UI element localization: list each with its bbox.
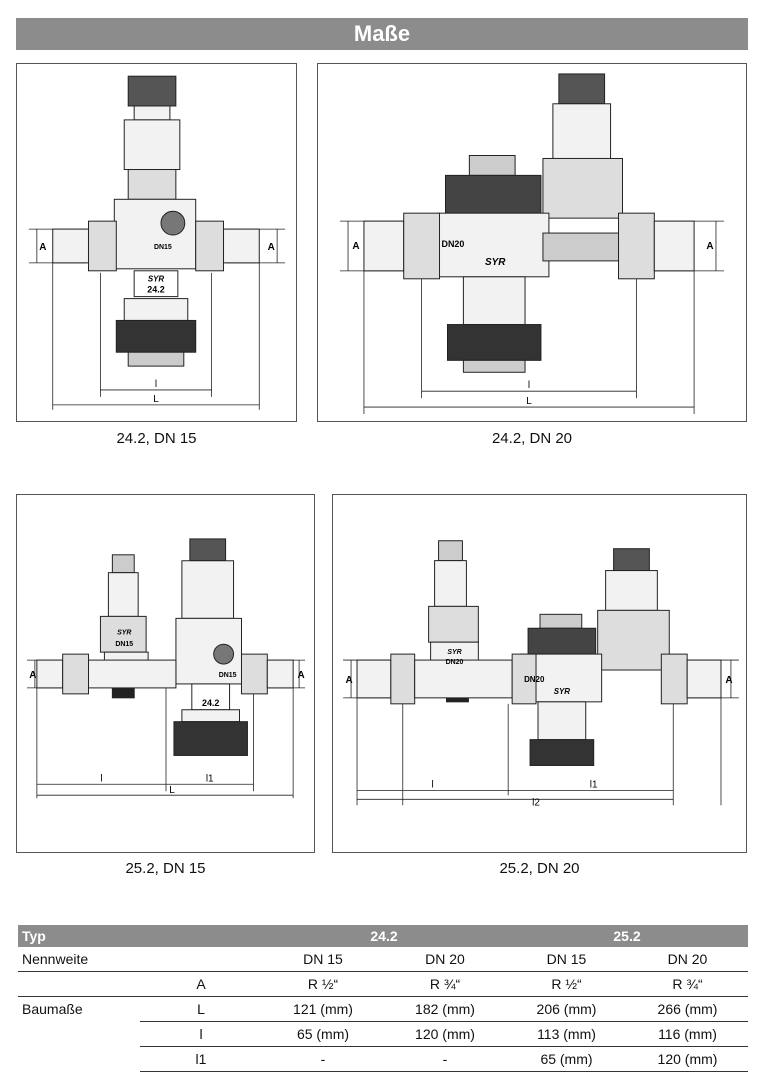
dim-a-right: A bbox=[706, 241, 713, 252]
table-cell: R ¾“ bbox=[627, 971, 748, 997]
dim-l-small: l bbox=[528, 380, 530, 391]
table-cell: R ½“ bbox=[262, 971, 384, 997]
table-cell: - bbox=[384, 1046, 506, 1072]
valve-drawing-25-2-dn15: A A SYR DN15 DN15 24.2 l l1 L bbox=[26, 538, 306, 799]
table-cell: - bbox=[262, 1046, 384, 1072]
dim-l-big: L bbox=[526, 396, 532, 407]
header-typ: Typ bbox=[18, 925, 140, 947]
dim-a-left: A bbox=[352, 241, 359, 252]
dim-l1: l1 bbox=[590, 779, 598, 790]
table-cell: R ¾“ bbox=[384, 971, 506, 997]
row-label-nennweite: Nennweite bbox=[18, 947, 140, 972]
dim-a-right: A bbox=[268, 242, 275, 253]
table-cell: 206 (mm) bbox=[506, 996, 627, 1022]
figure-25-2-dn20: A A SYR DN20 DN20 SYR l l1 l2 bbox=[332, 494, 747, 853]
caption-25-2-dn20: 25.2, DN 20 bbox=[499, 860, 580, 877]
dim-l-small: l bbox=[431, 779, 433, 790]
table-cell: 65 (mm) bbox=[506, 1046, 627, 1072]
dimensions-table: Typ 24.2 25.2 Nennweite DN 15 DN 20 DN 1… bbox=[18, 925, 748, 1072]
row-group bbox=[18, 1047, 140, 1072]
table-row: A R ½“ R ¾“ R ½“ R ¾“ bbox=[18, 971, 748, 997]
dn-marking: DN15 bbox=[154, 244, 172, 251]
dn-marking: DN20 bbox=[442, 239, 465, 249]
brand-logo-reducer: SYR bbox=[447, 649, 461, 656]
caption-24-2-dn15: 24.2, DN 15 bbox=[116, 430, 197, 447]
table-cell: 120 (mm) bbox=[384, 1021, 506, 1047]
dim-l-small: l bbox=[100, 773, 102, 784]
table-cell: 121 (mm) bbox=[262, 996, 384, 1022]
page-title: Maße bbox=[353, 21, 411, 46]
model-marking: 24.2 bbox=[202, 698, 219, 708]
brand-logo: SYR bbox=[117, 629, 131, 636]
table-cell: R ½“ bbox=[506, 971, 627, 997]
dim-l-big: L bbox=[153, 394, 159, 405]
table-row: Baumaße L 121 (mm) 182 (mm) 206 (mm) 266… bbox=[18, 996, 748, 1022]
dim-a-right: A bbox=[725, 675, 732, 686]
valve-drawing-24-2-dn15: A A DN15 SYR 24.2 l L bbox=[28, 75, 286, 410]
dim-a-left: A bbox=[29, 670, 36, 681]
table-cell: 116 (mm) bbox=[627, 1021, 748, 1047]
table-cell: DN 20 bbox=[627, 947, 748, 972]
table-cell: DN 15 bbox=[262, 947, 384, 972]
brand-logo: SYR bbox=[554, 687, 571, 696]
brand-logo: SYR bbox=[485, 257, 506, 268]
row-group bbox=[18, 971, 140, 997]
table-cell: 266 (mm) bbox=[627, 996, 748, 1022]
brand-logo: SYR bbox=[148, 275, 165, 284]
table-header-row: Typ 24.2 25.2 bbox=[18, 925, 748, 947]
dim-a-left: A bbox=[345, 675, 352, 686]
row-group bbox=[18, 1022, 140, 1047]
table-cell: DN 15 bbox=[506, 947, 627, 972]
page-title-bar: Maße bbox=[16, 18, 748, 50]
figure-24-2-dn20: A A DN20 SYR l L bbox=[317, 63, 747, 422]
model-marking: 24.2 bbox=[147, 285, 164, 295]
header-group-25-2: 25.2 bbox=[506, 925, 748, 947]
table-cell: DN 20 bbox=[384, 947, 506, 972]
row-param: A bbox=[140, 971, 262, 997]
figure-24-2-dn15: A A DN15 SYR 24.2 l L bbox=[16, 63, 297, 422]
dim-l-big: L bbox=[169, 785, 175, 796]
dim-a-right: A bbox=[297, 670, 304, 681]
row-param: L bbox=[140, 996, 262, 1022]
figure-25-2-dn15: A A SYR DN15 DN15 24.2 l l1 L bbox=[16, 494, 315, 853]
row-param: l bbox=[140, 1021, 262, 1047]
dim-l-small: l bbox=[155, 379, 157, 390]
table-row-nennweite: Nennweite DN 15 DN 20 DN 15 DN 20 bbox=[18, 947, 748, 972]
header-group-24-2: 24.2 bbox=[262, 925, 506, 947]
caption-25-2-dn15: 25.2, DN 15 bbox=[125, 860, 206, 877]
dim-l2: l2 bbox=[532, 797, 540, 808]
row-group: Baumaße bbox=[22, 1001, 83, 1018]
table-cell: 113 (mm) bbox=[506, 1021, 627, 1047]
dn-marking-reducer: DN15 bbox=[115, 641, 133, 648]
caption-24-2-dn20: 24.2, DN 20 bbox=[491, 430, 573, 447]
table-row: l 65 (mm) 120 (mm) 113 (mm) 116 (mm) bbox=[18, 1021, 748, 1047]
valve-drawing-25-2-dn20: A A SYR DN20 DN20 SYR l l1 l2 bbox=[343, 540, 739, 808]
table-row: l1 - - 65 (mm) 120 (mm) bbox=[18, 1046, 748, 1072]
valve-drawing-24-2-dn20: A A DN20 SYR l L bbox=[340, 73, 724, 415]
dn-marking: DN20 bbox=[524, 675, 545, 684]
dn-marking: DN15 bbox=[219, 672, 237, 679]
dim-l1: l1 bbox=[206, 773, 214, 784]
row-param: l1 bbox=[140, 1046, 262, 1072]
table-cell: 120 (mm) bbox=[627, 1046, 748, 1072]
dim-a-left: A bbox=[39, 242, 46, 253]
table-cell: 182 (mm) bbox=[384, 996, 506, 1022]
dn-marking-reducer: DN20 bbox=[446, 659, 464, 666]
table-cell: 65 (mm) bbox=[262, 1021, 384, 1047]
